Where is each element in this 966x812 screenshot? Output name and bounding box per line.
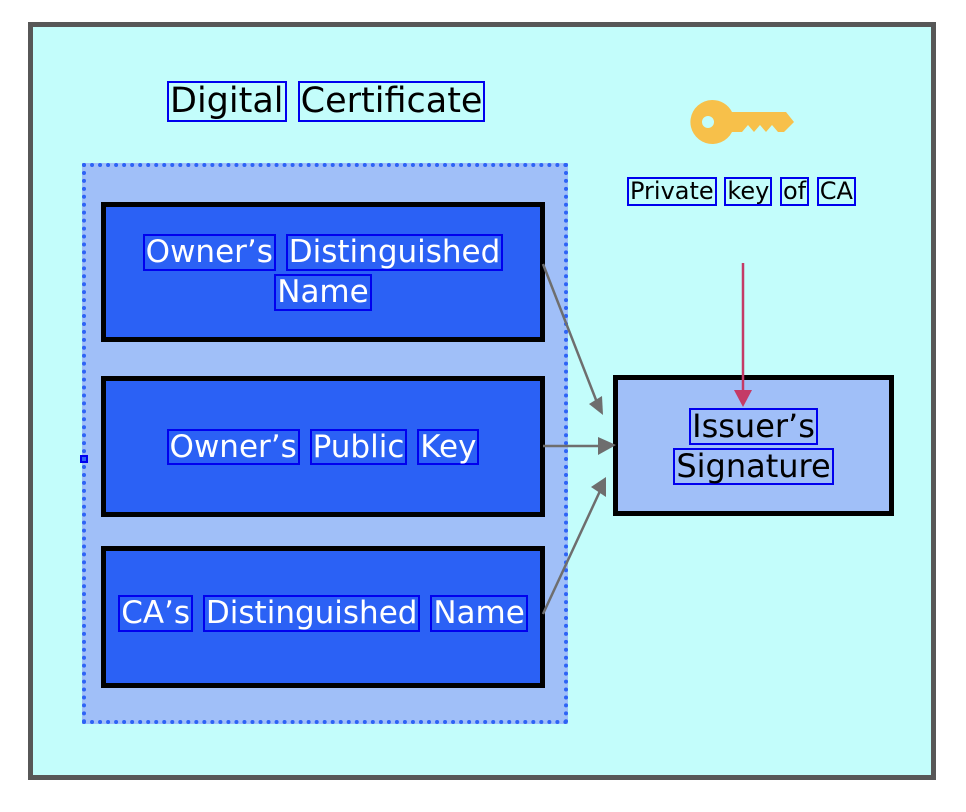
signature-word: Signature: [673, 447, 834, 486]
field-word: Key: [417, 428, 480, 466]
field-word: Name: [274, 274, 372, 311]
ca-distinguished-name-field: CA’s Distinguished Name: [101, 546, 545, 688]
title-word: Digital: [167, 81, 287, 122]
field-word: Owner’s: [142, 234, 276, 271]
field-word: Public: [309, 428, 408, 466]
label-word: of: [779, 177, 810, 207]
title-word: Certificate: [297, 81, 486, 122]
owner-public-key-field: Owner’s Public Key: [101, 376, 545, 517]
label-word: Private: [627, 177, 717, 207]
diagram-title: Digital Certificate: [167, 79, 486, 123]
resize-handle[interactable]: [80, 455, 88, 463]
field-word: Distinguished: [285, 234, 504, 271]
issuer-signature-box: Issuer’s Signature: [613, 375, 894, 516]
field-word: Distinguished: [202, 595, 421, 632]
field-word: Name: [430, 595, 528, 632]
label-word: CA: [816, 177, 856, 207]
key-icon: [690, 99, 794, 144]
private-key-label: Private key of CA: [627, 177, 856, 207]
label-word: key: [724, 177, 773, 207]
field-word: CA’s: [118, 595, 194, 632]
signature-word: Issuer’s: [689, 407, 818, 446]
field-word: Owner’s: [166, 428, 300, 466]
owner-distinguished-name-field: Owner’s Distinguished Name: [101, 202, 545, 342]
